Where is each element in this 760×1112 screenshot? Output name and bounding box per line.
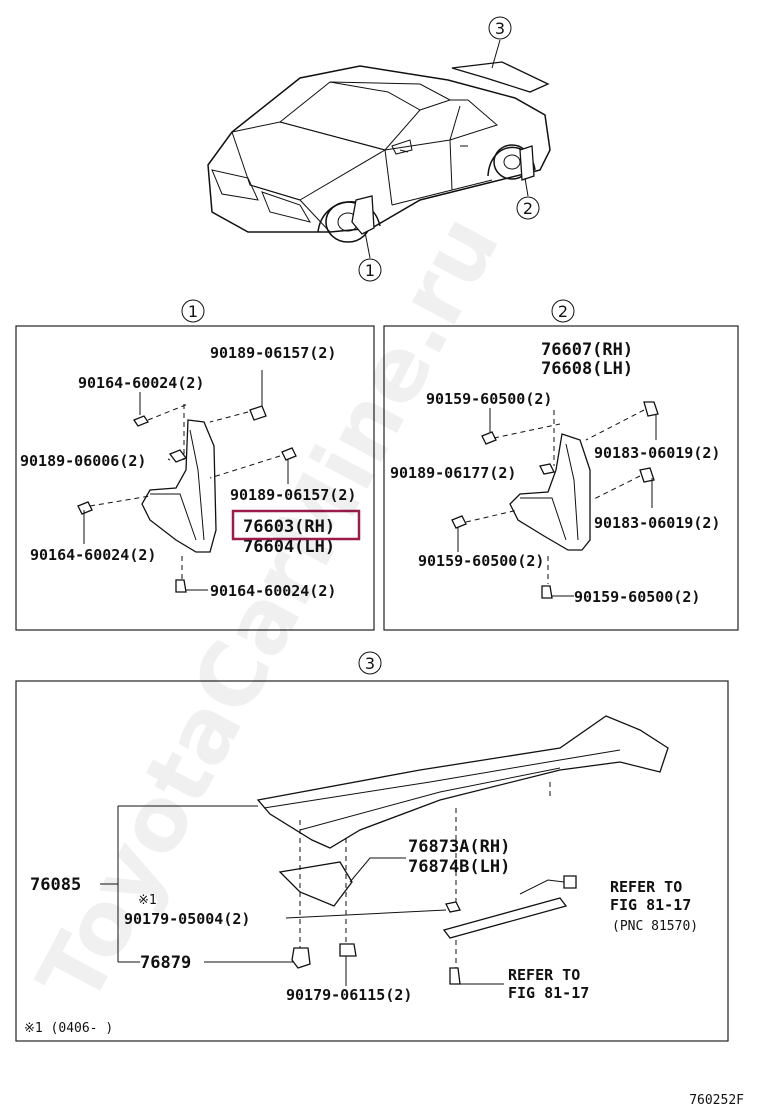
clip-nut-icon xyxy=(643,401,659,417)
label-90179-06115: 90179-06115(2) xyxy=(286,986,412,1004)
label-refer-to-1a: REFER TO xyxy=(610,878,682,896)
label-refer-to-1b: FIG 81-17 xyxy=(610,896,691,914)
overview-callout-1: 1 xyxy=(358,258,382,282)
screw-icon xyxy=(451,515,467,529)
label-90189-06006: 90189-06006(2) xyxy=(20,452,146,470)
car-overview-illustration xyxy=(207,39,551,259)
screw-icon xyxy=(175,579,187,593)
label-76873a-rh: 76873A(RH) xyxy=(408,837,510,857)
label-90189-06157-mid: 90189-06157(2) xyxy=(230,486,356,504)
overview-callout-3: 3 xyxy=(488,16,512,40)
callout-1-text: 1 xyxy=(365,261,375,280)
label-90164-60024-top: 90164-60024(2) xyxy=(78,374,204,392)
label-90189-06157-top: 90189-06157(2) xyxy=(210,344,336,362)
spoiler-bracket-part xyxy=(278,861,353,907)
label-76085: 76085 xyxy=(30,875,81,895)
nut-icon xyxy=(445,901,461,913)
section-3-frame xyxy=(15,680,729,1042)
label-90189-06177: 90189-06177(2) xyxy=(390,464,516,482)
footnote: ※1 (0406- ) xyxy=(24,1021,113,1036)
nut-icon xyxy=(539,463,555,475)
label-76604-lh: 76604(LH) xyxy=(243,537,335,557)
label-90164-60024-bottom: 90164-60024(2) xyxy=(210,582,336,600)
spoiler-part xyxy=(256,715,669,849)
label-76879: 76879 xyxy=(140,953,191,973)
front-mudflap-part xyxy=(141,419,217,553)
label-90164-60024-bottom-left: 90164-60024(2) xyxy=(30,546,156,564)
label-90159-60500-mid: 90159-60500(2) xyxy=(418,552,544,570)
clip-icon xyxy=(291,947,311,969)
label-90159-60500-top: 90159-60500(2) xyxy=(426,390,552,408)
section-3-title: 3 xyxy=(365,654,375,673)
clip-nut-icon xyxy=(639,467,655,483)
label-refer-to-1c: (PNC 81570) xyxy=(612,919,698,934)
grommet-icon xyxy=(339,943,357,957)
clip-icon xyxy=(249,405,267,421)
label-refer-to-2a: REFER TO xyxy=(508,966,580,984)
label-90159-60500-bottom: 90159-60500(2) xyxy=(574,588,700,606)
figure-code: 760252F xyxy=(689,1093,744,1108)
overview-callout-2: 2 xyxy=(516,196,540,220)
screw-icon xyxy=(77,501,93,515)
screw-icon xyxy=(481,431,497,445)
nut-icon xyxy=(168,449,188,463)
clip-icon xyxy=(281,447,297,461)
watermark: ToyotaCarMine.ru xyxy=(18,199,520,1020)
section-2-frame xyxy=(383,325,739,631)
connector-icon xyxy=(563,875,577,889)
section-3-rear-spoiler: 3 76085 76873A(RH) 76874B( xyxy=(15,651,729,1042)
highlight-box xyxy=(231,509,361,541)
section-1-front-mudflap: 1 90189-06157(2) 90164-60024(2) 90189-06… xyxy=(15,299,375,631)
label-90179-05004: 90179-05004(2) xyxy=(124,910,250,928)
callout-2-text: 2 xyxy=(523,199,533,218)
section-1-title: 1 xyxy=(188,302,198,321)
label-note-mark: ※1 xyxy=(138,893,157,908)
screw-icon xyxy=(449,967,461,985)
stop-lamp-part xyxy=(442,897,568,939)
label-76874b-lh: 76874B(LH) xyxy=(408,857,510,877)
screw-icon xyxy=(133,415,149,427)
label-refer-to-2b: FIG 81-17 xyxy=(508,984,589,1002)
label-76608-lh: 76608(LH) xyxy=(541,359,633,379)
callout-3-text: 3 xyxy=(495,19,505,38)
section-1-frame xyxy=(15,325,375,631)
section-2-title: 2 xyxy=(558,302,568,321)
screw-icon xyxy=(541,585,553,599)
label-90183-06019-bottom: 90183-06019(2) xyxy=(594,514,720,532)
label-76603-rh: 76603(RH) xyxy=(243,517,335,537)
label-76607-rh: 76607(RH) xyxy=(541,340,633,360)
section-2-rear-mudflap: 2 76607(RH) 76608(LH) 90159-60500(2) 901… xyxy=(383,299,739,631)
label-90183-06019-top: 90183-06019(2) xyxy=(594,444,720,462)
